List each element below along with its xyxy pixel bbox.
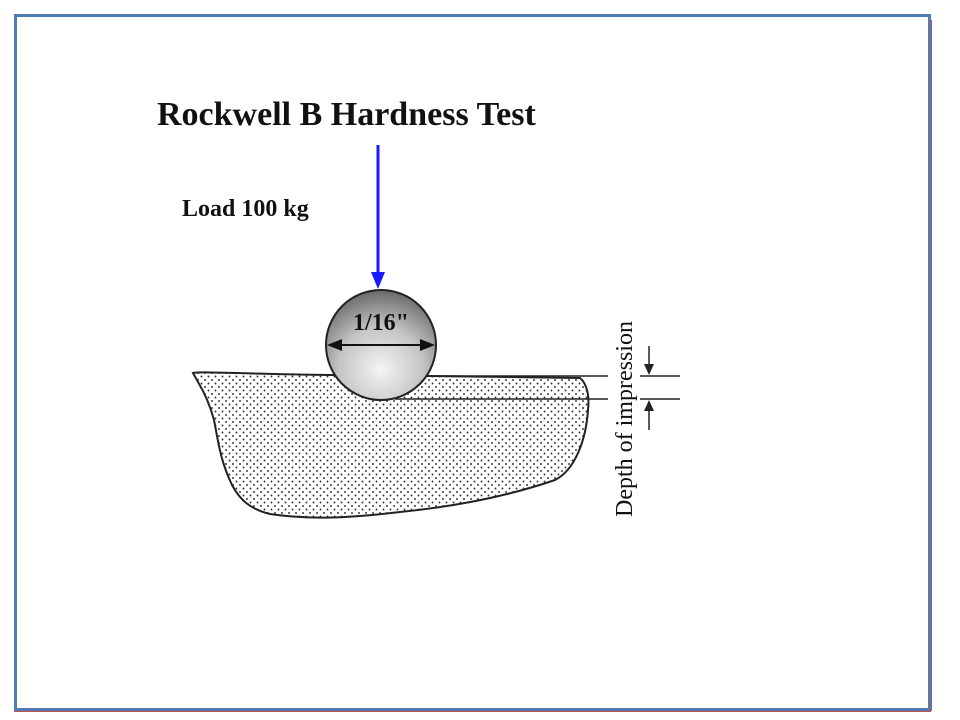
slide-frame [14,14,931,711]
ball-diameter-label: 1/16" [353,310,409,336]
load-label: Load 100 kg [182,196,309,222]
depth-of-impression-label: Depth of impression [612,321,638,517]
diagram-title: Rockwell B Hardness Test [157,96,536,133]
ball-diameter-arrow-icon [327,339,435,351]
load-arrow-icon [371,145,385,289]
specimen-block [191,371,590,519]
right-accent-rule [931,20,932,711]
depth-dimension-marker-icon [640,346,680,430]
bottom-accent-rule [14,711,931,712]
